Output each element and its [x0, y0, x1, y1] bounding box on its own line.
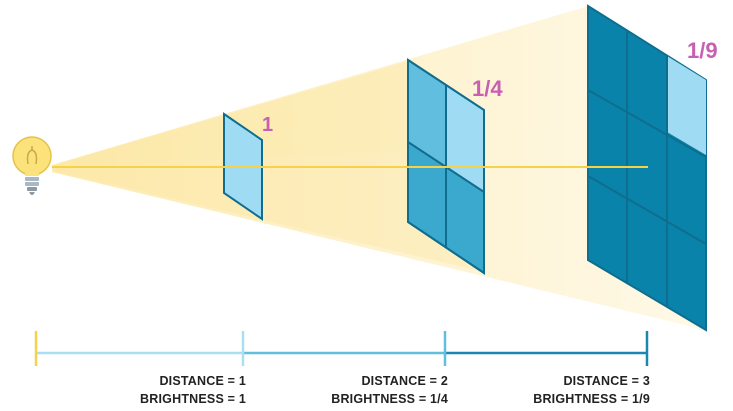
lightbulb-icon [12, 136, 52, 195]
panel-2-lit-cell [446, 85, 484, 192]
distance-label-3: DISTANCE = 3 [563, 374, 650, 388]
distance-scale [34, 331, 649, 366]
brightness-label-2: BRIGHTNESS = 1/4 [331, 392, 448, 406]
brightness-label-1: BRIGHTNESS = 1 [140, 392, 246, 406]
brightness-label-3: BRIGHTNESS = 1/9 [533, 392, 650, 406]
light-ray-lower [52, 150, 484, 272]
panel-3-lit-cell [667, 56, 706, 155]
panel-2-brightness-label: 1/4 [472, 76, 503, 101]
light-ray-upper [52, 60, 412, 168]
panel-1-brightness-label: 1 [262, 114, 273, 136]
panel-3-brightness-label: 1/9 [687, 38, 718, 63]
distance-label-2: DISTANCE = 2 [361, 374, 448, 388]
distance-label-1: DISTANCE = 1 [159, 374, 246, 388]
